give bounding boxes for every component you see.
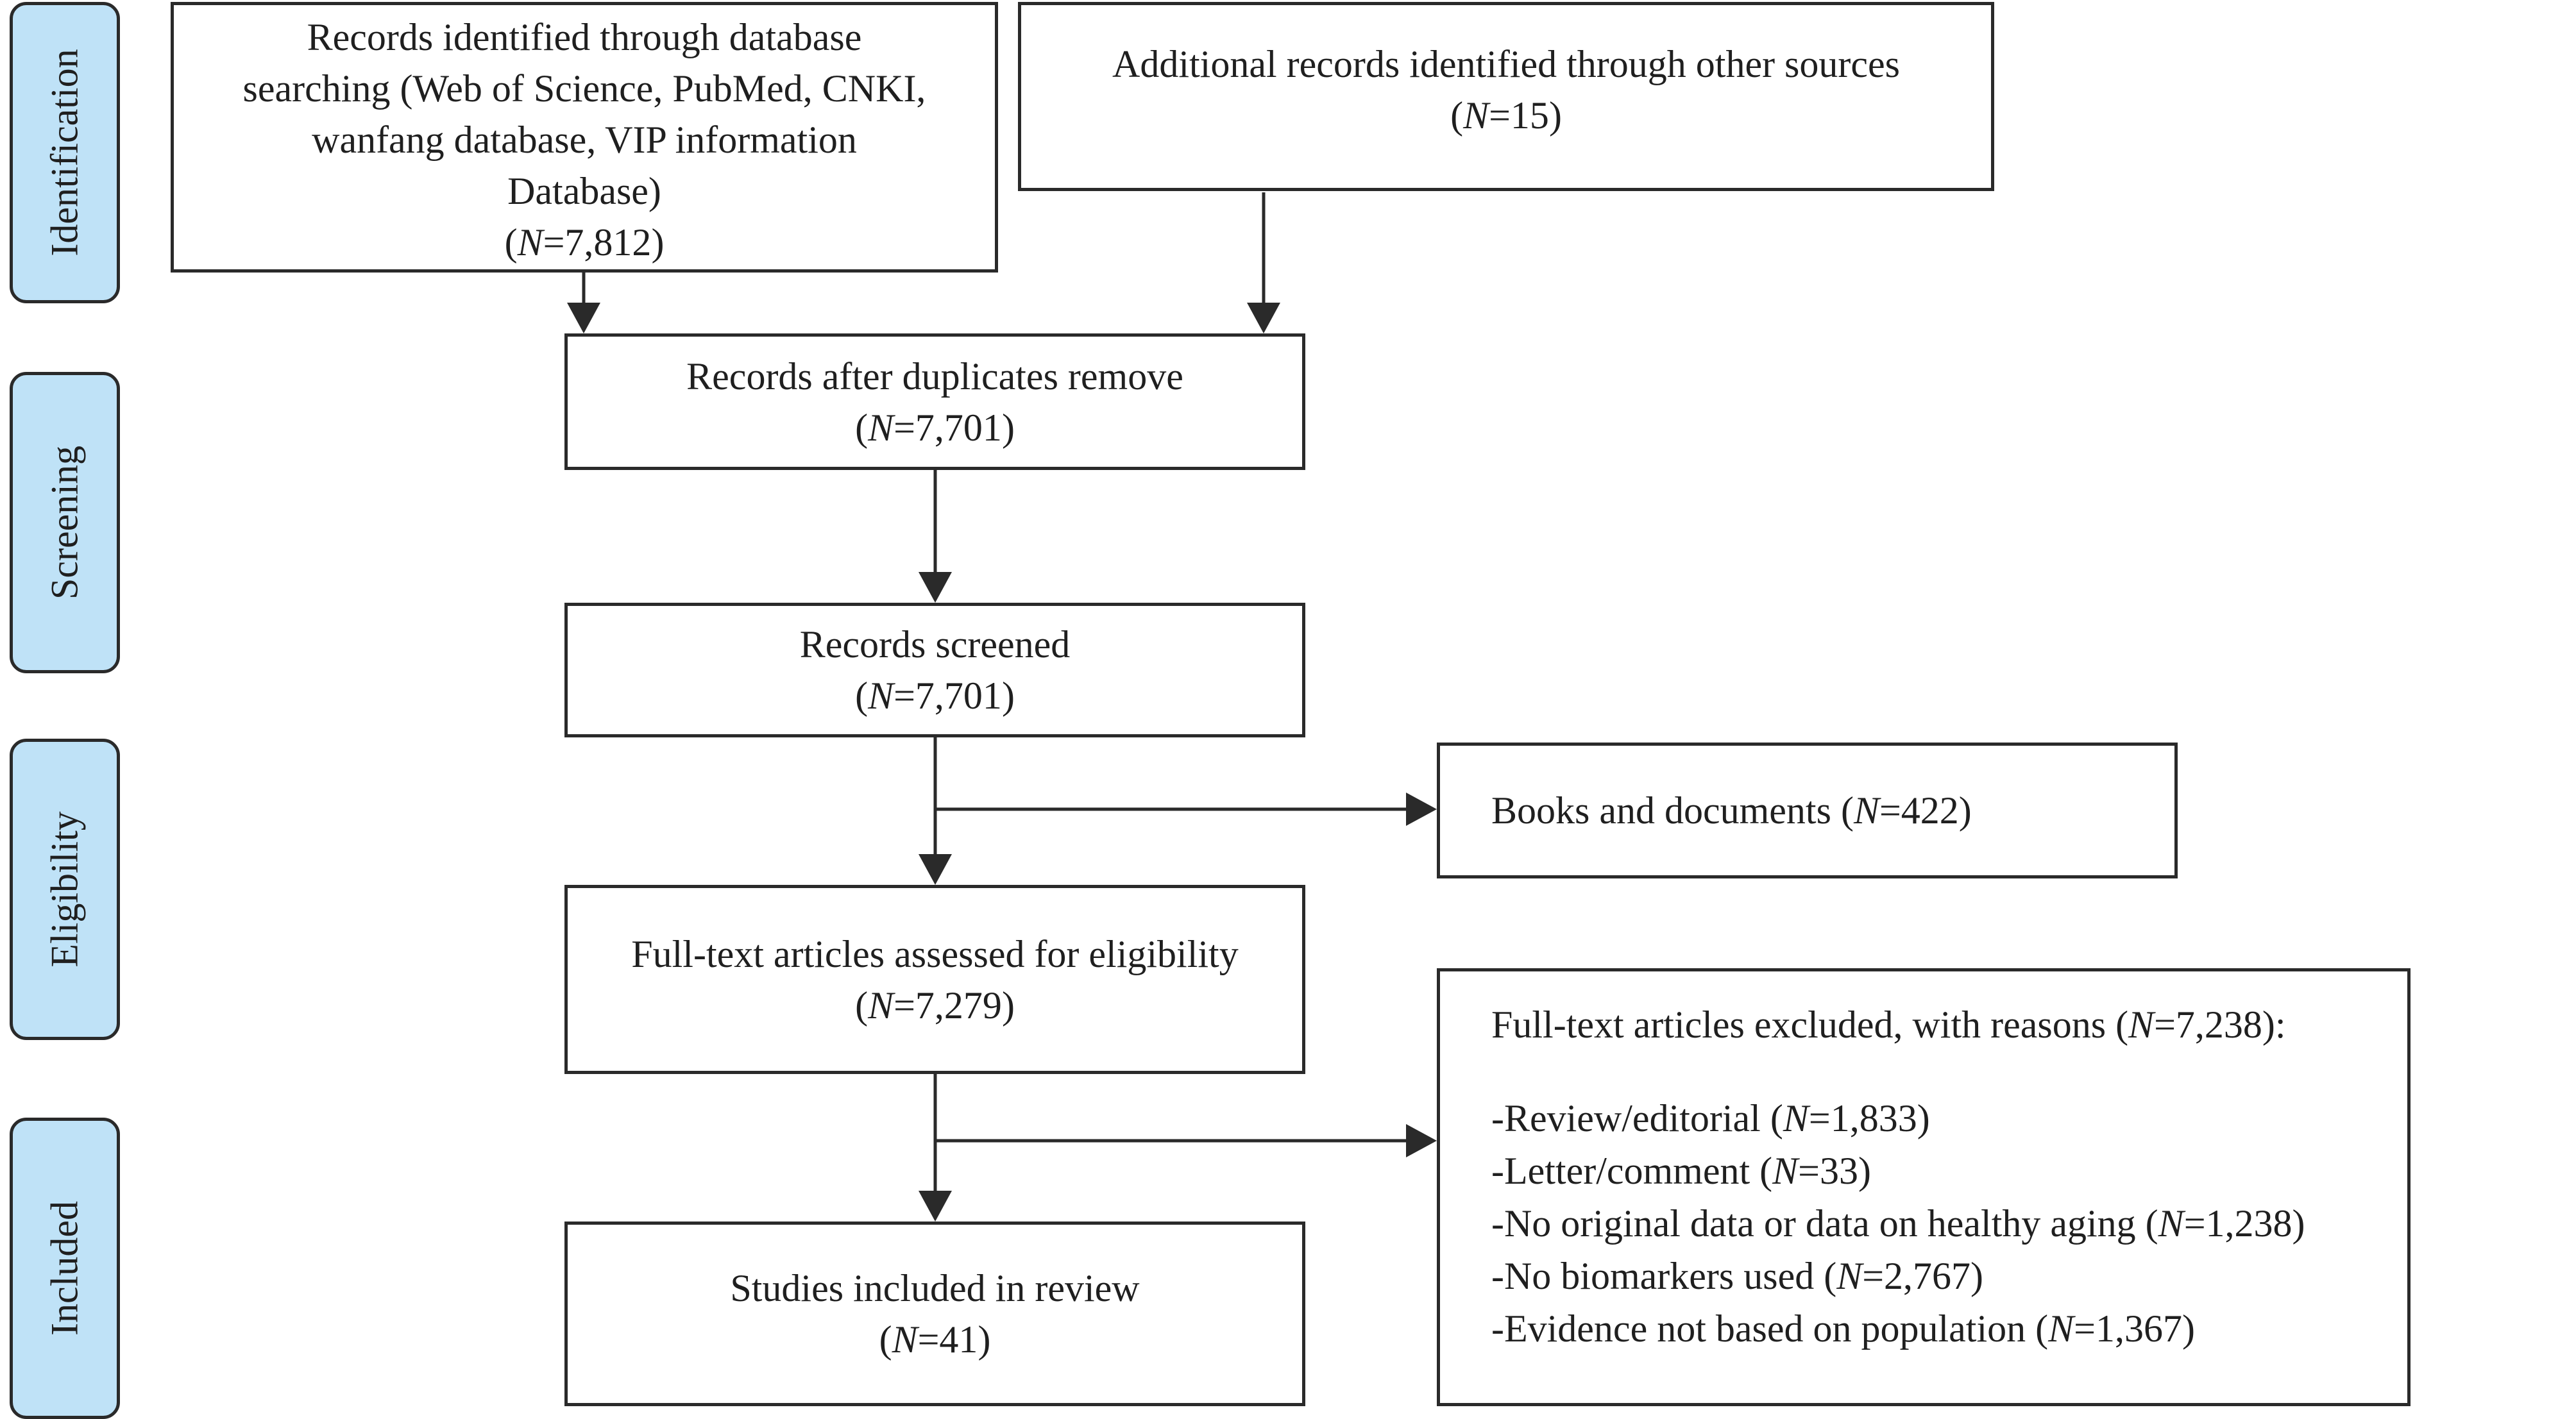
arrowhead-screened xyxy=(919,572,952,603)
arrowhead-included xyxy=(919,1191,952,1222)
n-symbol: N xyxy=(868,406,894,449)
full-text-assessed-count: (N=7,279) xyxy=(855,984,1015,1027)
arrowhead-database xyxy=(567,303,600,333)
count-value: =7,279 xyxy=(894,984,1002,1027)
n-symbol: N xyxy=(517,221,543,264)
exclusion-reason: -No biomarkers used (N=2,767) xyxy=(1491,1250,2305,1302)
stage-label-eligibility: Eligibility xyxy=(10,739,120,1040)
box-database-search: Records identified through database sear… xyxy=(171,2,998,273)
database-search-count: (N=7,812) xyxy=(504,221,665,264)
box-books-documents: Books and documents (N=422) xyxy=(1437,743,2178,878)
box-after-duplicates: Records after duplicates remove (N=7,701… xyxy=(564,333,1305,470)
n-symbol: N xyxy=(1772,1150,1799,1192)
box-other-sources: Additional records identified through ot… xyxy=(1018,2,1994,191)
n-symbol: N xyxy=(1853,789,1879,832)
books-documents-line: Books and documents (N=422) xyxy=(1491,785,1972,836)
count-value: =41 xyxy=(917,1318,978,1361)
n-symbol: N xyxy=(1783,1097,1809,1139)
stage-label-text: Included xyxy=(43,1201,86,1336)
other-sources-count: (N=15) xyxy=(1450,94,1562,137)
reason-label: -Evidence not based on population ( xyxy=(1491,1307,2049,1350)
reason-label: -Review/editorial ( xyxy=(1491,1097,1783,1139)
stage-label-text: Identification xyxy=(43,49,86,256)
stage-label-included: Included xyxy=(10,1118,120,1419)
n-symbol: N xyxy=(1836,1255,1863,1297)
excluded-heading-text: Full-text articles excluded, with reason… xyxy=(1491,1003,2129,1046)
exclusion-reason: -Evidence not based on population (N=1,3… xyxy=(1491,1302,2305,1355)
full-text-assessed-line: Full-text articles assessed for eligibil… xyxy=(631,932,1239,975)
exclusion-reasons-list: -Review/editorial (N=1,833) -Letter/comm… xyxy=(1491,1092,2305,1355)
studies-included-line: Studies included in review xyxy=(730,1267,1140,1309)
box-full-text-excluded: Full-text articles excluded, with reason… xyxy=(1437,968,2411,1406)
n-symbol: N xyxy=(2128,1003,2155,1046)
exclusion-reason: -Review/editorial (N=1,833) xyxy=(1491,1092,2305,1145)
database-search-line: Database) xyxy=(507,170,661,212)
database-search-line: Records identified through database xyxy=(307,16,862,58)
after-duplicates-count: (N=7,701) xyxy=(855,406,1015,449)
exclusion-reason: -No original data or data on healthy agi… xyxy=(1491,1197,2305,1250)
other-sources-line: Additional records identified through ot… xyxy=(1112,43,1900,85)
database-search-line: wanfang database, VIP information xyxy=(312,119,857,161)
count-value: =7,238): xyxy=(2154,1003,2286,1046)
stage-label-text: Screening xyxy=(43,446,86,600)
excluded-heading: Full-text articles excluded, with reason… xyxy=(1491,998,2286,1051)
box-full-text-assessed: Full-text articles assessed for eligibil… xyxy=(564,885,1305,1074)
stage-label-text: Eligibility xyxy=(43,811,86,968)
count-value: =33) xyxy=(1798,1150,1871,1192)
reason-label: -No original data or data on healthy agi… xyxy=(1491,1202,2158,1245)
count-value: =7,812 xyxy=(543,221,652,264)
database-search-line: searching (Web of Science, PubMed, CNKI, xyxy=(242,67,926,110)
count-value: =1,833) xyxy=(1808,1097,1930,1139)
count-value: =15 xyxy=(1489,94,1549,137)
count-value: =1,238) xyxy=(2183,1202,2305,1245)
books-documents-text: Books and documents ( xyxy=(1491,789,1854,832)
count-value: =7,701 xyxy=(894,406,1002,449)
n-symbol: N xyxy=(868,984,894,1027)
reason-label: -Letter/comment ( xyxy=(1491,1150,1773,1192)
count-value: =1,367) xyxy=(2074,1307,2195,1350)
stage-label-identification: Identification xyxy=(10,2,120,303)
count-value: =2,767) xyxy=(1862,1255,1984,1297)
arrowhead-fulltext xyxy=(919,854,952,885)
n-symbol: N xyxy=(868,675,894,717)
after-duplicates-line: Records after duplicates remove xyxy=(686,355,1183,398)
n-symbol: N xyxy=(2158,1202,2184,1245)
arrowhead-books xyxy=(1406,793,1437,826)
box-studies-included: Studies included in review (N=41) xyxy=(564,1222,1305,1406)
stage-label-screening: Screening xyxy=(10,372,120,673)
n-symbol: N xyxy=(892,1318,918,1361)
reason-label: -No biomarkers used ( xyxy=(1491,1255,1837,1297)
records-screened-count: (N=7,701) xyxy=(855,675,1015,717)
records-screened-line: Records screened xyxy=(799,623,1071,666)
arrowhead-excluded xyxy=(1406,1124,1437,1157)
arrowhead-other xyxy=(1247,303,1280,333)
n-symbol: N xyxy=(2048,1307,2074,1350)
count-value: =7,701 xyxy=(894,675,1002,717)
studies-included-count: (N=41) xyxy=(879,1318,991,1361)
exclusion-reason: -Letter/comment (N=33) xyxy=(1491,1145,2305,1197)
box-records-screened: Records screened (N=7,701) xyxy=(564,603,1305,737)
count-value: =422) xyxy=(1879,789,1972,832)
n-symbol: N xyxy=(1463,94,1489,137)
